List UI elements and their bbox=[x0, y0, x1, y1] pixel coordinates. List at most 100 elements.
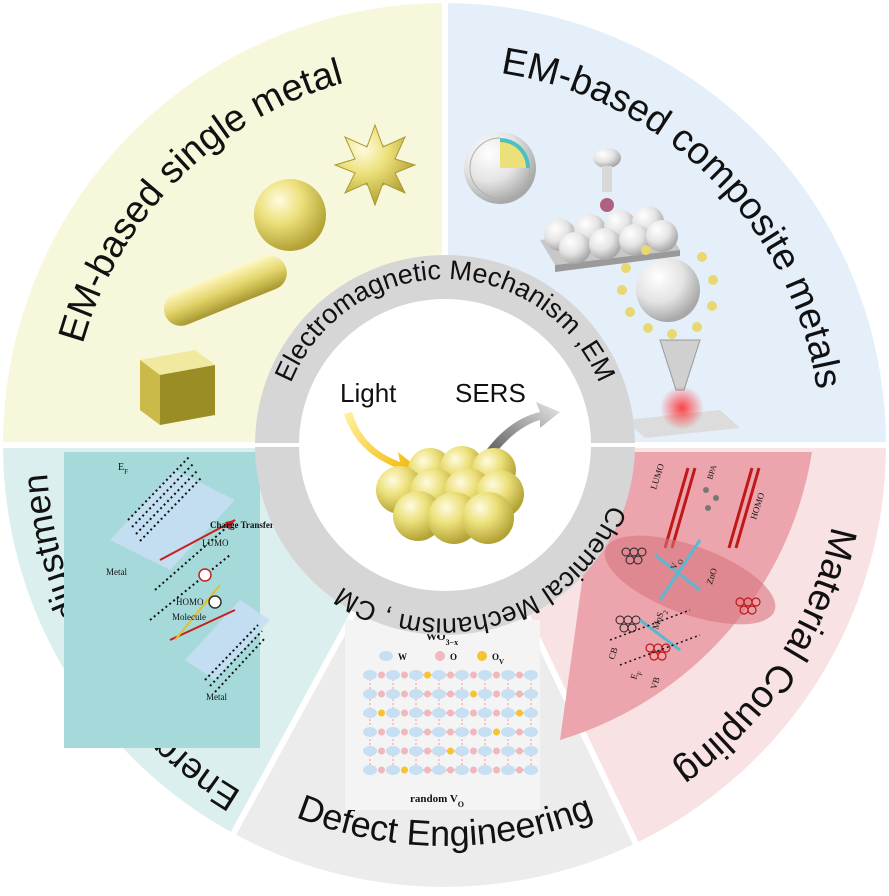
oxygen-atom bbox=[424, 690, 431, 698]
center-illustration: Light SERS bbox=[340, 378, 560, 544]
tungsten-atom bbox=[455, 727, 469, 737]
tungsten-atom bbox=[524, 727, 538, 737]
oxygen-atom bbox=[378, 728, 385, 736]
tungsten-atom bbox=[501, 765, 515, 775]
energy-level-panel: EF Charge Transfer LUMO HOMO Molecule Me… bbox=[64, 452, 274, 748]
center-disc bbox=[299, 299, 591, 591]
tungsten-atom bbox=[386, 765, 400, 775]
sers-label: SERS bbox=[455, 378, 526, 408]
energy-charge-transfer-label: Charge Transfer bbox=[210, 520, 274, 530]
defect-caption-label: random VO bbox=[410, 793, 464, 809]
tungsten-atom bbox=[501, 708, 515, 718]
tungsten-atom bbox=[501, 727, 515, 737]
energy-molecule-label: Molecule bbox=[172, 612, 206, 622]
oxygen-atom bbox=[401, 709, 408, 717]
oxygen-atom bbox=[470, 766, 477, 774]
tungsten-atom bbox=[455, 746, 469, 756]
defect-engineering-panel: WO3−x W O OV random VO bbox=[345, 620, 540, 810]
tungsten-atom bbox=[363, 746, 377, 756]
tungsten-atom bbox=[455, 708, 469, 718]
tungsten-atom bbox=[478, 746, 492, 756]
oxygen-atom bbox=[424, 766, 431, 774]
oxygen-atom bbox=[516, 766, 523, 774]
tungsten-atom bbox=[478, 727, 492, 737]
tungsten-atom bbox=[501, 746, 515, 756]
tungsten-atom bbox=[409, 746, 423, 756]
nanorod-illustration bbox=[163, 255, 287, 326]
light-label: Light bbox=[340, 378, 397, 408]
oxygen-atom bbox=[470, 728, 477, 736]
oxygen-vacancy bbox=[470, 690, 477, 698]
tungsten-atom bbox=[363, 708, 377, 718]
nanosphere-illustration bbox=[254, 179, 326, 251]
tungsten-atom bbox=[386, 746, 400, 756]
tungsten-atom bbox=[478, 670, 492, 680]
tungsten-atom bbox=[432, 727, 446, 737]
oxygen-atom bbox=[447, 671, 454, 679]
tungsten-atom bbox=[478, 765, 492, 775]
tungsten-atom bbox=[501, 670, 515, 680]
oxygen-atom bbox=[493, 766, 500, 774]
oxygen-atom bbox=[378, 690, 385, 698]
oxygen-atom bbox=[493, 690, 500, 698]
nanostar-illustration bbox=[333, 123, 417, 207]
nanocube-illustration bbox=[140, 350, 215, 425]
oxygen-atom bbox=[516, 671, 523, 679]
tungsten-atom bbox=[524, 746, 538, 756]
tungsten-atom bbox=[386, 727, 400, 737]
material-cb-label: CB bbox=[606, 646, 619, 661]
energy-metal-bottom-label: Metal bbox=[206, 692, 227, 702]
tungsten-atom bbox=[524, 708, 538, 718]
tungsten-atom bbox=[409, 670, 423, 680]
oxygen-atom bbox=[424, 709, 431, 717]
gold-nanoparticle-cluster bbox=[376, 446, 524, 544]
oxygen-atom bbox=[447, 766, 454, 774]
oxygen-vacancy bbox=[447, 747, 454, 755]
probe-tip-illustration bbox=[625, 339, 740, 438]
oxygen-atom bbox=[378, 671, 385, 679]
tungsten-atom bbox=[432, 708, 446, 718]
tungsten-atom bbox=[363, 689, 377, 699]
composite-metals-particles bbox=[464, 132, 740, 438]
tungsten-atom bbox=[455, 765, 469, 775]
oxygen-atom bbox=[470, 709, 477, 717]
oxygen-atom bbox=[493, 671, 500, 679]
energy-lumo-label: LUMO bbox=[202, 538, 229, 548]
oxygen-atom bbox=[401, 728, 408, 736]
defect-legend-ov: OV bbox=[492, 652, 504, 666]
tungsten-atom bbox=[409, 727, 423, 737]
tungsten-atom bbox=[432, 670, 446, 680]
oxygen-atom bbox=[470, 747, 477, 755]
oxygen-vacancy bbox=[516, 709, 523, 717]
oxygen-atom bbox=[516, 690, 523, 698]
tungsten-atom bbox=[409, 708, 423, 718]
oxygen-atom bbox=[447, 709, 454, 717]
tungsten-atom bbox=[455, 670, 469, 680]
tungsten-atom bbox=[363, 670, 377, 680]
material-vb-label: VB bbox=[648, 676, 661, 691]
oxygen-atom bbox=[401, 747, 408, 755]
tungsten-atom bbox=[386, 689, 400, 699]
tungsten-atom bbox=[455, 689, 469, 699]
energy-homo-label: HOMO bbox=[176, 597, 204, 607]
material-bpa-label: BPA bbox=[705, 464, 718, 481]
core-shell-illustration bbox=[464, 132, 536, 204]
defect-legend-w: W bbox=[398, 652, 407, 662]
tungsten-atom bbox=[409, 765, 423, 775]
sers-arrow-icon bbox=[478, 402, 560, 466]
tip-enhanced-array bbox=[540, 148, 680, 272]
tungsten-atom bbox=[409, 689, 423, 699]
tungsten-atom bbox=[363, 727, 377, 737]
oxygen-atom bbox=[493, 747, 500, 755]
oxygen-vacancy bbox=[493, 728, 500, 736]
tungsten-atom bbox=[524, 765, 538, 775]
tungsten-atom bbox=[478, 708, 492, 718]
tungsten-atom bbox=[501, 689, 515, 699]
oxygen-atom bbox=[493, 709, 500, 717]
material-ef-label: EF bbox=[628, 668, 644, 681]
energy-ef-label: EF bbox=[118, 462, 128, 476]
tungsten-atom bbox=[363, 765, 377, 775]
satellite-sphere-illustration bbox=[617, 245, 718, 339]
